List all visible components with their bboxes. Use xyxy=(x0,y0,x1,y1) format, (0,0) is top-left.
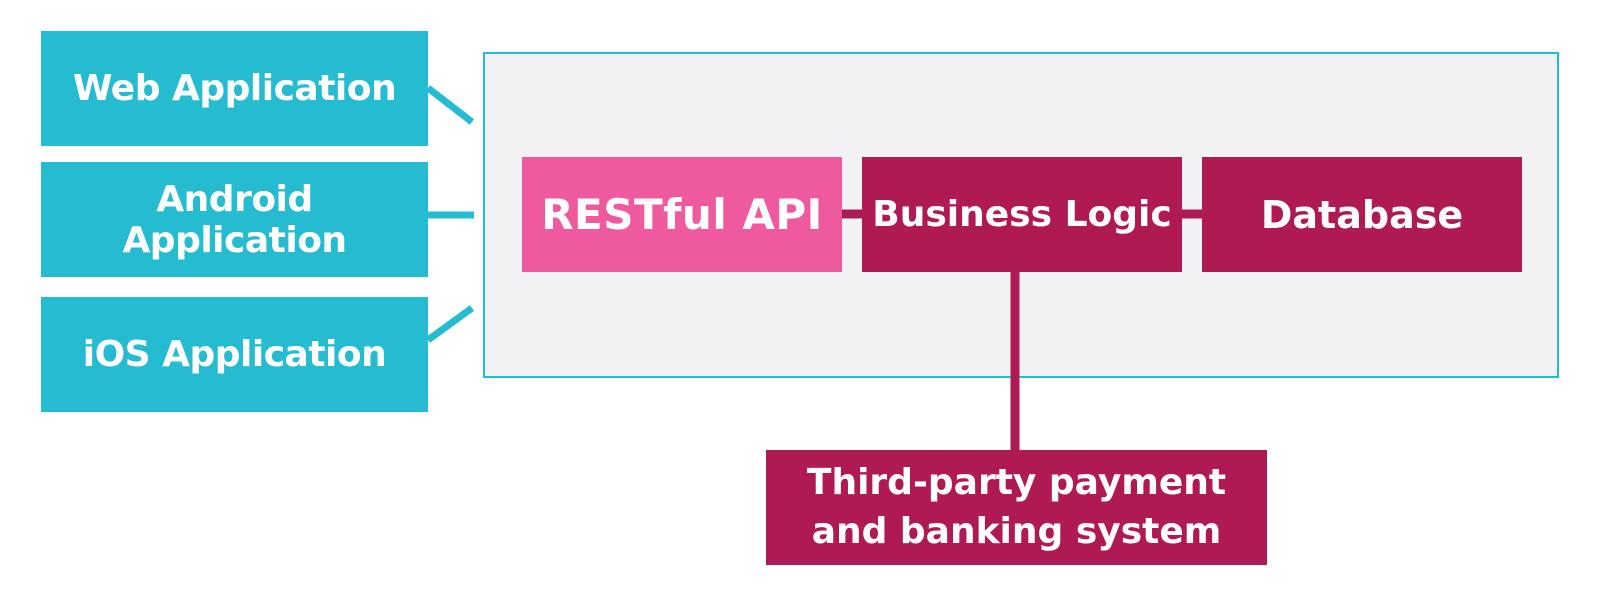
android-application-label: Android Application xyxy=(122,178,347,261)
database-label: Database xyxy=(1260,192,1464,237)
business-logic-label: Business Logic xyxy=(872,194,1172,235)
ios-application-label: iOS Application xyxy=(82,334,387,375)
database-box: Database xyxy=(1202,157,1522,272)
android-application-box: Android Application xyxy=(41,162,428,277)
web-application-label: Web Application xyxy=(72,68,397,109)
third-party-label: Third-party payment and banking system xyxy=(807,459,1226,556)
third-party-label-line2: and banking system xyxy=(811,510,1222,552)
third-party-label-line1: Third-party payment xyxy=(806,461,1227,503)
web-application-box: Web Application xyxy=(41,31,428,146)
connector-web xyxy=(425,85,475,125)
ios-application-box: iOS Application xyxy=(41,297,428,412)
business-logic-box: Business Logic xyxy=(862,157,1182,272)
connector-ios xyxy=(425,305,475,343)
third-party-system-box: Third-party payment and banking system xyxy=(766,450,1267,565)
restful-api-label: RESTful API xyxy=(541,190,823,239)
restful-api-box: RESTful API xyxy=(522,157,842,272)
